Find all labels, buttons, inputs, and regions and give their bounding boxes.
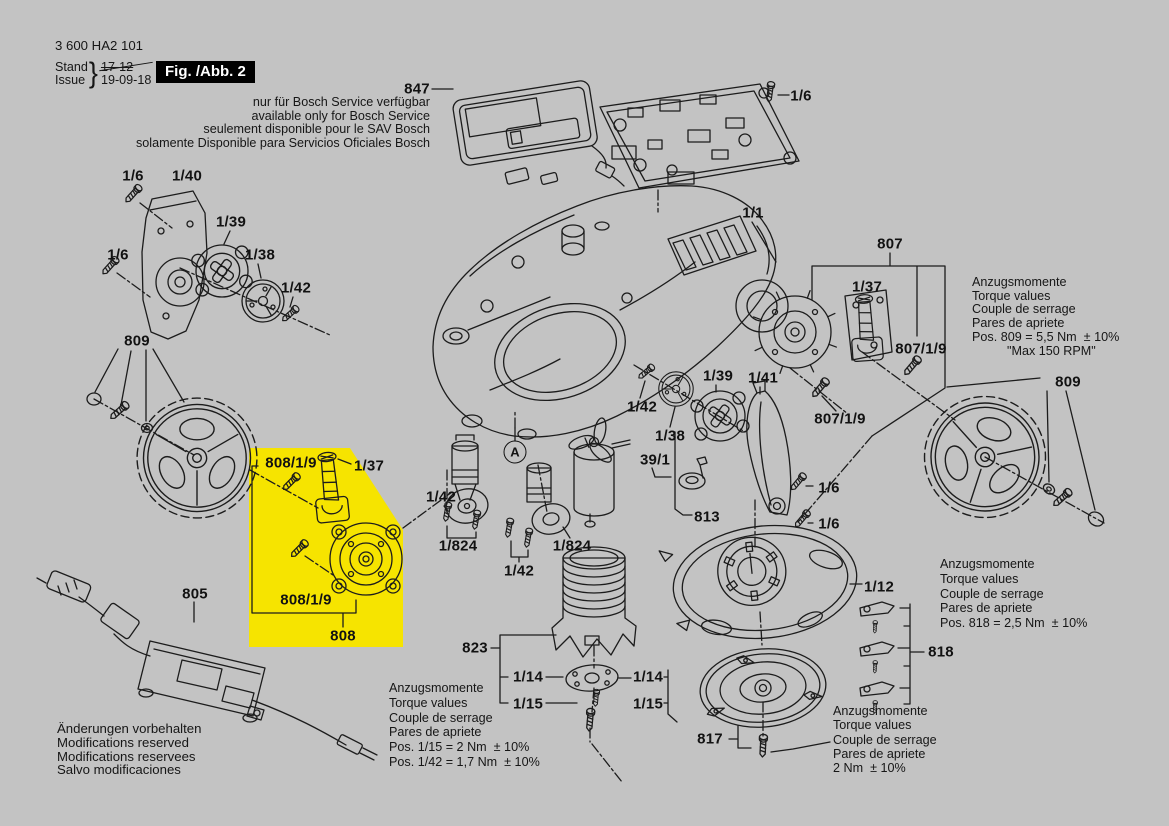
mow-motor bbox=[568, 417, 631, 528]
part-label-1-38: 1/38 bbox=[245, 246, 275, 264]
bearing-plate-1-14 bbox=[565, 664, 619, 692]
part-label-1-42: 1/42 bbox=[504, 562, 534, 580]
wheel-motor-807 bbox=[735, 279, 893, 374]
part-label-817: 817 bbox=[697, 730, 723, 748]
center-lines bbox=[93, 189, 1105, 783]
part-label-807-1-9: 807/1/9 bbox=[814, 410, 866, 428]
motor-plate-1-40 bbox=[141, 190, 208, 340]
part-label-1-37: 1/37 bbox=[852, 278, 882, 296]
leader-lines bbox=[94, 88, 1096, 753]
part-label-1-1: 1/1 bbox=[742, 204, 764, 222]
part-label-818: 818 bbox=[928, 643, 954, 661]
part-label-1-6: 1/6 bbox=[107, 246, 129, 264]
blades-818 bbox=[859, 601, 895, 714]
part-label-847: 847 bbox=[404, 80, 430, 98]
part-label-813: 813 bbox=[694, 508, 720, 526]
part-label-805: 805 bbox=[182, 585, 208, 603]
type-number: 3 600 HA2 101 bbox=[55, 38, 143, 53]
drive-wheel-809-left bbox=[86, 387, 268, 529]
blade-motor-housing-823 bbox=[551, 546, 637, 658]
part-label-807: 807 bbox=[877, 235, 903, 253]
part-label-1-39: 1/39 bbox=[216, 213, 246, 231]
part-label-1-14: 1/14 bbox=[633, 668, 663, 686]
service-module-847 bbox=[452, 80, 625, 187]
part-label-a: A bbox=[503, 440, 527, 464]
gearbox-808-group bbox=[280, 450, 403, 596]
part-label-1-6: 1/6 bbox=[790, 87, 812, 105]
part-label-1-6: 1/6 bbox=[818, 515, 840, 533]
part-label-1-6: 1/6 bbox=[818, 479, 840, 497]
part-label-808-1-9: 808/1/9 bbox=[265, 454, 317, 472]
issue-label: Issue bbox=[55, 72, 86, 87]
blade-disc-817 bbox=[699, 648, 827, 728]
caster-1-824-right bbox=[503, 462, 571, 549]
part-label-823: 823 bbox=[462, 639, 488, 657]
part-label-807-1-9: 807/1/9 bbox=[895, 340, 947, 358]
part-label-39-1: 39/1 bbox=[640, 451, 670, 469]
part-label-1-12: 1/12 bbox=[864, 578, 894, 596]
part-label-1-41: 1/41 bbox=[748, 369, 778, 387]
part-label-1-15: 1/15 bbox=[633, 695, 663, 713]
part-label-1-40: 1/40 bbox=[172, 167, 202, 185]
part-label-1-14: 1/14 bbox=[513, 668, 543, 686]
part-label-1-37: 1/37 bbox=[354, 457, 384, 475]
arm-1-41 bbox=[746, 380, 792, 516]
revision-brace: } bbox=[88, 57, 98, 89]
stand-label: Stand bbox=[55, 59, 88, 74]
part-label-1-39: 1/39 bbox=[703, 367, 733, 385]
part-label-1-42: 1/42 bbox=[627, 398, 657, 416]
old-date: 17-12 bbox=[101, 60, 151, 74]
part-label-1-42: 1/42 bbox=[281, 279, 311, 297]
issue-date: 19-09-18 bbox=[100, 72, 152, 87]
part-39-1 bbox=[678, 456, 708, 490]
chassis-1-1 bbox=[432, 167, 777, 440]
part-label-1-42: 1/42 bbox=[426, 488, 456, 506]
deck-1-12 bbox=[658, 524, 858, 640]
part-label-1-38: 1/38 bbox=[655, 427, 685, 445]
part-label-808: 808 bbox=[330, 627, 356, 645]
figure-label: Fig. /Abb. 2 bbox=[156, 61, 255, 83]
part-label-808-1-9: 808/1/9 bbox=[280, 591, 332, 609]
part-label-809: 809 bbox=[124, 332, 150, 350]
highlight-region-808 bbox=[249, 448, 403, 647]
part-label-809: 809 bbox=[1055, 373, 1081, 391]
pcb-board-847 bbox=[599, 83, 800, 189]
part-label-1-824: 1/824 bbox=[438, 537, 478, 555]
part-label-1-824: 1/824 bbox=[552, 537, 592, 555]
revision-block: Stand Issue } 17-12 19-09-18 bbox=[55, 57, 152, 89]
caster-1-824-left bbox=[441, 434, 489, 531]
part-label-1-15: 1/15 bbox=[513, 695, 543, 713]
power-supply-805 bbox=[36, 570, 378, 761]
part-label-1-6: 1/6 bbox=[122, 167, 144, 185]
